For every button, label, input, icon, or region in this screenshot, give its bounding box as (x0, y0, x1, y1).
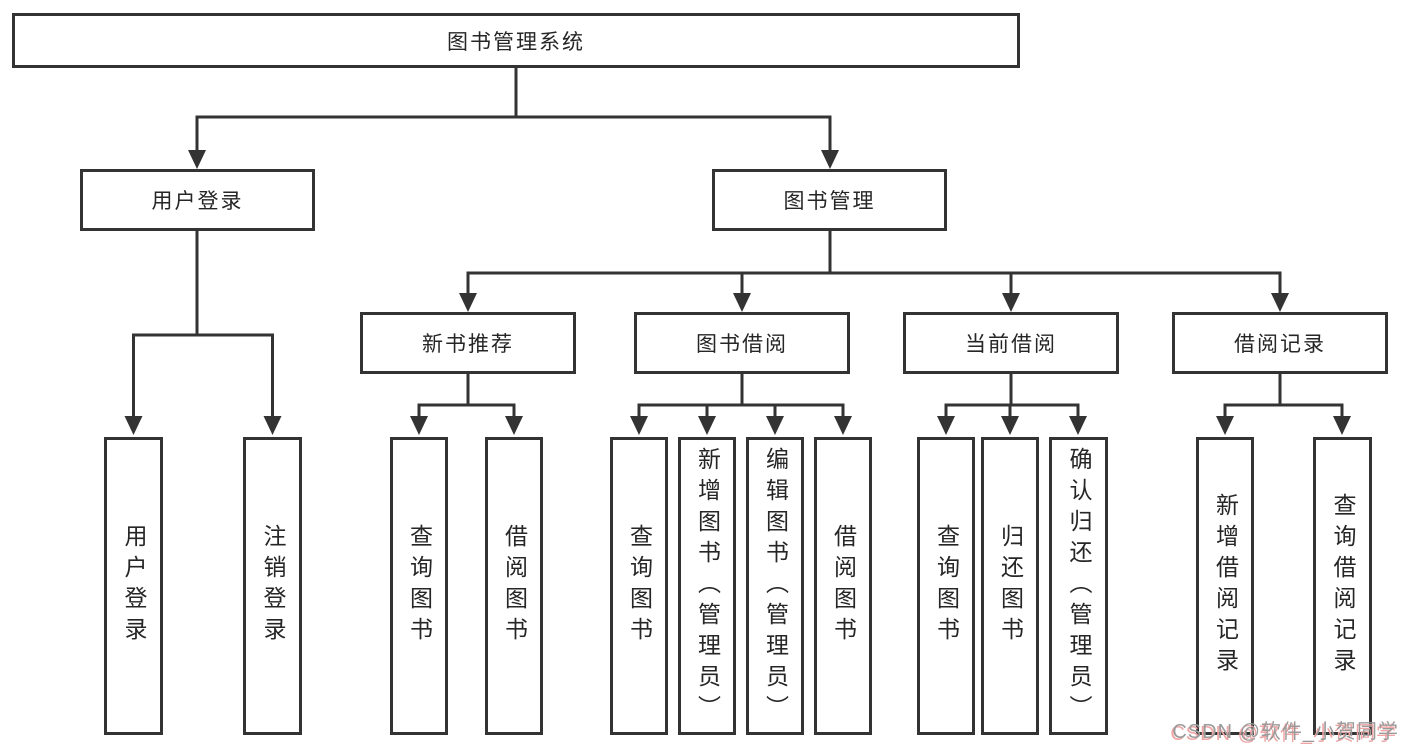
node-label: 查询图书 (933, 524, 960, 648)
node-label: 借阅图书 (830, 524, 857, 648)
node-label: 新增图书（管理员） (694, 446, 721, 726)
leaf-confirm-return-admin: 确认归还（管理员） (1049, 437, 1108, 735)
connector-borrowing-records-to-leaves (1216, 374, 1351, 435)
node-label: 编辑图书（管理员） (762, 446, 789, 726)
connector-new-book-recommendation-to-leaves (410, 374, 523, 435)
node-label: 确认归还（管理员） (1066, 446, 1092, 726)
node-borrowing-records: 借阅记录 (1172, 312, 1388, 374)
node-new-book-recommendation: 新书推荐 (360, 312, 576, 374)
node-label: 归还图书 (997, 524, 1024, 648)
connector-user-login-to-leaves (124, 231, 282, 435)
node-label: 查询借阅记录 (1330, 493, 1356, 679)
leaf-borrow-books-borrow: 借阅图书 (814, 437, 872, 735)
leaf-logout-login: 注销登录 (243, 437, 302, 735)
node-label: 借阅图书 (501, 524, 528, 648)
node-user-login: 用户登录 (80, 169, 315, 231)
leaf-query-books-current: 查询图书 (917, 437, 975, 735)
leaf-borrow-books-recommend: 借阅图书 (485, 437, 543, 735)
leaf-query-books-borrow: 查询图书 (610, 437, 668, 735)
leaf-user-login: 用户登录 (104, 437, 163, 735)
leaf-add-books-admin: 新增图书（管理员） (678, 437, 736, 735)
node-current-borrowing: 当前借阅 (903, 312, 1119, 374)
node-label: 图书管理 (783, 190, 876, 213)
node-label: 查询图书 (626, 524, 653, 648)
connector-book-management-to-level3 (459, 231, 1289, 312)
node-label: 注销登录 (260, 524, 286, 648)
node-book-borrowing: 图书借阅 (634, 312, 850, 374)
node-label: 查询图书 (406, 524, 433, 648)
leaf-return-books: 归还图书 (981, 437, 1039, 735)
connector-current-borrowing-to-leaves (937, 374, 1087, 435)
node-label: 用户登录 (121, 524, 147, 648)
leaf-query-books-recommend: 查询图书 (390, 437, 448, 735)
node-label: 新书推荐 (422, 333, 514, 356)
node-library-management-system: 图书管理系统 (12, 13, 1020, 68)
node-book-management: 图书管理 (712, 169, 947, 231)
node-label: 图书管理系统 (447, 30, 585, 54)
node-label: 借阅记录 (1234, 333, 1326, 356)
node-label: 用户登录 (151, 190, 244, 213)
leaf-query-borrow-record: 查询借阅记录 (1313, 437, 1372, 735)
leaf-edit-books-admin: 编辑图书（管理员） (746, 437, 804, 735)
node-label: 当前借阅 (965, 333, 1057, 356)
connector-book-borrowing-to-leaves (630, 374, 852, 435)
node-label: 图书借阅 (696, 333, 788, 356)
leaf-add-borrow-record: 新增借阅记录 (1196, 437, 1254, 735)
node-label: 新增借阅记录 (1212, 493, 1239, 679)
connector-root-to-level2 (188, 66, 839, 169)
csdn-watermark: CSDN @软件_小贺同学 (1172, 721, 1399, 743)
